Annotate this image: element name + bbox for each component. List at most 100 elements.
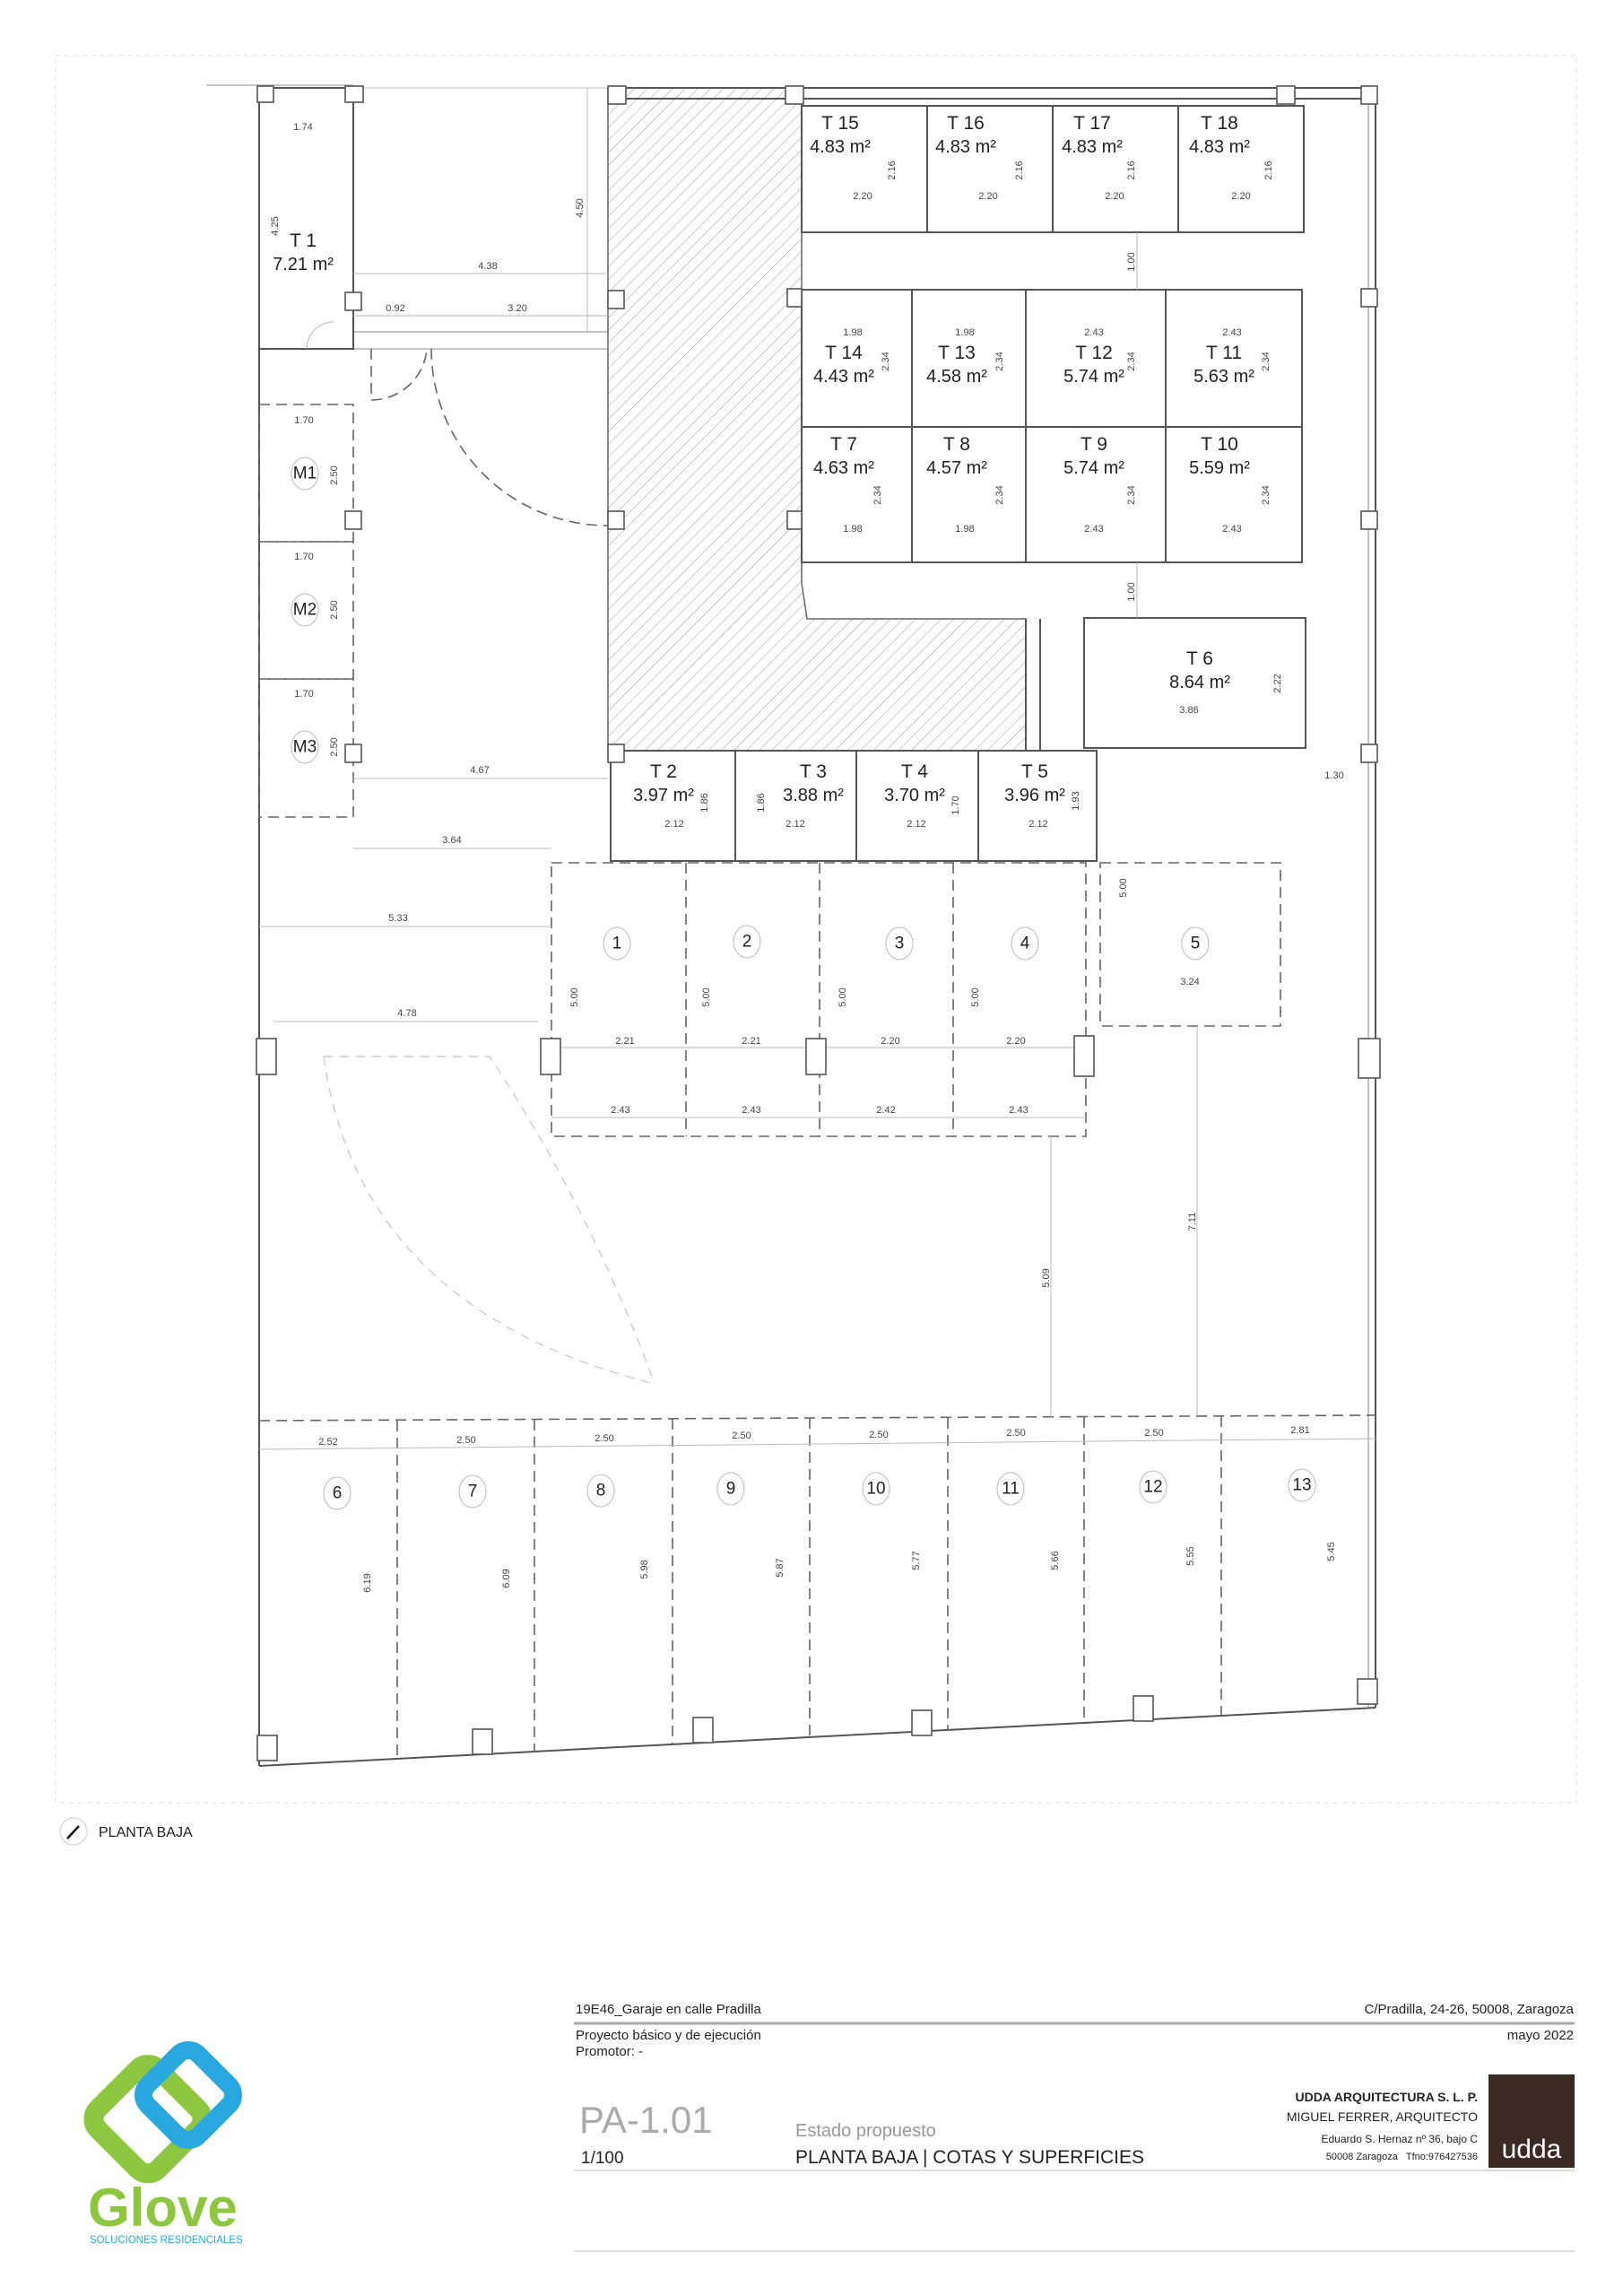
hatched-zone xyxy=(607,87,1027,752)
dimension-label: 5.09 xyxy=(1041,1268,1052,1287)
moto-space-number: M2 xyxy=(293,601,317,620)
room-area: 7.21 m² xyxy=(273,255,334,274)
space-number-circle xyxy=(323,1476,352,1510)
dimension-label: 2.81 xyxy=(1290,1425,1309,1436)
dimension-label: 2.43 xyxy=(1222,524,1241,535)
dimension-label: 5.45 xyxy=(1326,1542,1337,1561)
dimension-label: 5.77 xyxy=(911,1551,922,1570)
room-area: 5.59 m² xyxy=(1189,458,1250,478)
room-area: 3.96 m² xyxy=(1004,786,1065,805)
dimension-label: 5.66 xyxy=(1050,1551,1061,1570)
dimension-label: 2.12 xyxy=(907,819,925,830)
room-name: T 13 xyxy=(938,343,976,363)
dimension-label: 2.52 xyxy=(318,1437,337,1448)
space-number-circle xyxy=(586,1474,615,1508)
dimension-label: 5.33 xyxy=(388,913,407,924)
dimension-label: 2.50 xyxy=(329,737,340,756)
space-number-circle xyxy=(291,457,319,491)
dimension-label: 2.43 xyxy=(1009,1105,1028,1116)
parking-space-number: 4 xyxy=(1020,935,1030,953)
room-area: 5.74 m² xyxy=(1063,367,1124,387)
parking-space-number: 9 xyxy=(726,1480,736,1499)
dimension-label: 1.00 xyxy=(1126,582,1137,601)
dimension-label: 4.50 xyxy=(575,198,586,217)
dimension-label: 1.98 xyxy=(955,327,974,338)
dimension-label: 2.34 xyxy=(881,352,891,370)
room-name: T 11 xyxy=(1206,343,1242,363)
room-name: T 9 xyxy=(1081,434,1107,455)
dimension-label: 7.11 xyxy=(1187,1213,1198,1231)
space-number-circle xyxy=(1011,926,1039,961)
dimension-label: 2.50 xyxy=(1144,1428,1163,1439)
dimension-label: 2.50 xyxy=(869,1430,888,1440)
room-area: 4.43 m² xyxy=(813,367,874,387)
moto-space-number: M1 xyxy=(293,465,317,483)
columns xyxy=(256,85,1381,1761)
space-number-circle xyxy=(716,1472,745,1506)
dimension-label: 2.20 xyxy=(978,191,997,202)
parking-space-number: 7 xyxy=(468,1483,478,1501)
dimension-label: 3.20 xyxy=(508,303,526,314)
space-number-circle xyxy=(996,1472,1025,1506)
storage-rooms xyxy=(258,87,1306,862)
dimension-label: 2.34 xyxy=(994,352,1005,370)
dimension-label: 1.74 xyxy=(293,122,312,133)
dimension-label: 6.09 xyxy=(501,1569,512,1587)
glove-logo-name: Glove xyxy=(88,2178,238,2238)
parking-space-number: 8 xyxy=(596,1482,606,1500)
dimension-label: 0.92 xyxy=(386,303,404,314)
room-name: T 14 xyxy=(825,343,863,363)
dimension-label: 4.67 xyxy=(470,765,489,776)
dimension-label: 2.43 xyxy=(1084,524,1103,535)
firm-street: Eduardo S. Hernaz nº 36, bajo C xyxy=(1322,2133,1479,2145)
room-area: 4.63 m² xyxy=(813,458,874,478)
dimension-label: 2.20 xyxy=(1231,191,1250,202)
dimension-label: 4.38 xyxy=(478,261,497,272)
dimension-label: 5.00 xyxy=(569,987,580,1006)
dimension-label: 3.64 xyxy=(442,835,461,846)
dimension-label: 2.34 xyxy=(1126,352,1137,370)
dimension-label: 2.12 xyxy=(785,819,804,830)
plan-caption: PLANTA BAJA xyxy=(59,1817,193,1846)
ramp-outline xyxy=(323,1056,655,1385)
dimension-label: 5.00 xyxy=(701,987,712,1006)
dimension-label: 2.43 xyxy=(742,1105,760,1116)
dimension-label: 2.50 xyxy=(456,1435,475,1446)
space-number-circle xyxy=(733,925,761,959)
dimension-label: 2.34 xyxy=(1261,485,1271,504)
dimension-label: 2.16 xyxy=(887,161,898,179)
space-number-circle xyxy=(458,1474,487,1509)
plan-caption-title: PLANTA BAJA xyxy=(99,1825,193,1840)
space-number-circle xyxy=(1139,1470,1167,1504)
dimension-label: 2.50 xyxy=(1006,1428,1025,1439)
parking-space-number: 6 xyxy=(333,1484,343,1503)
dimension-label: 1.70 xyxy=(294,552,313,562)
room-area: 4.83 m² xyxy=(1189,137,1250,157)
udda-logo xyxy=(1488,2074,1575,2168)
room-area: 3.70 m² xyxy=(884,786,945,805)
room-area: 3.97 m² xyxy=(633,786,694,805)
space-number-circle xyxy=(885,926,914,961)
section-marker-icon xyxy=(59,1817,88,1846)
dimension-label: 1.70 xyxy=(950,796,961,814)
sheet-number: PA-1.01 xyxy=(579,2099,713,2141)
dimension-label: 2.34 xyxy=(1261,352,1271,370)
room-name: T 4 xyxy=(901,761,928,782)
dimension-label: 4.78 xyxy=(397,1008,416,1019)
dimension-label: 2.20 xyxy=(853,191,872,202)
space-number-circle xyxy=(291,730,319,764)
firm-name: UDDA ARQUITECTURA S. L. P. xyxy=(1295,2090,1478,2104)
dimension-label: 3.86 xyxy=(1179,705,1198,716)
parking-space-number: 13 xyxy=(1292,1476,1311,1495)
parking-space-number: 12 xyxy=(1143,1478,1162,1497)
moto-space-number: M3 xyxy=(293,738,317,757)
dimension-label: 2.34 xyxy=(994,485,1005,504)
dimension-label: 2.12 xyxy=(664,819,683,830)
sheet-title: PLANTA BAJA | COTAS Y SUPERFICIES xyxy=(795,2147,1144,2168)
parking-space-number: 10 xyxy=(866,1480,885,1499)
room-name: T 17 xyxy=(1073,113,1111,134)
room-name: T 18 xyxy=(1201,113,1238,134)
dimension-label: 2.16 xyxy=(1126,161,1137,179)
dimension-label: 1.00 xyxy=(1126,252,1137,271)
room-name: T 8 xyxy=(943,434,970,455)
